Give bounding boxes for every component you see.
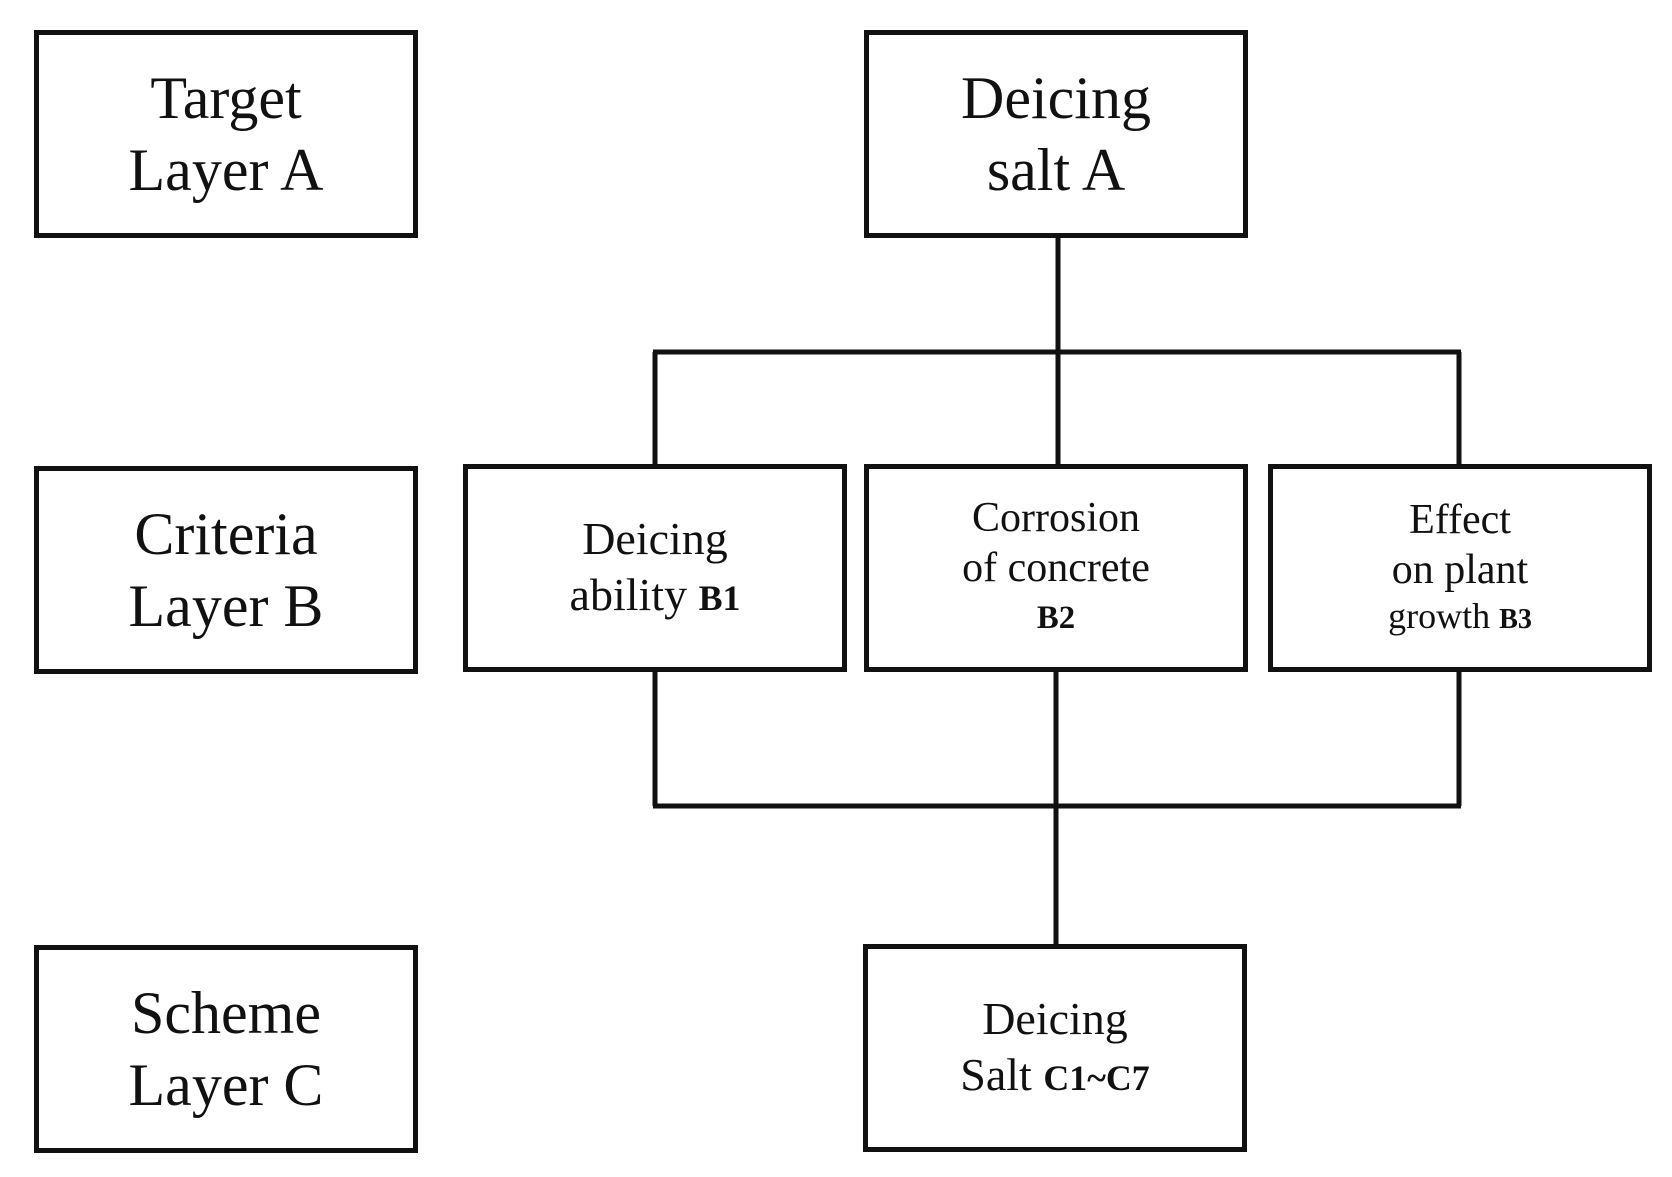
criterion-b2-node: Corrosion of concrete B2 (864, 464, 1248, 672)
scheme-layer-label: Scheme Layer C (34, 945, 418, 1153)
b2-line2: of concrete (962, 545, 1150, 591)
criteria-layer-line2: Layer B (128, 573, 324, 639)
c-line2-row: Salt C1~C7 (960, 1047, 1149, 1106)
b3-line3-row: growth B3 (1388, 595, 1532, 641)
scheme-layer-line2: Layer C (128, 1052, 324, 1118)
b1-tag: B1 (698, 577, 741, 618)
b3-line2: on plant (1391, 547, 1529, 593)
criterion-b3-node: Effect on plant growth B3 (1268, 464, 1652, 672)
goal-line1: Deicing (961, 65, 1151, 131)
c-line2: Salt (960, 1048, 1032, 1100)
goal-line2: salt A (986, 137, 1126, 203)
b3-line1: Effect (1409, 497, 1511, 543)
scheme-layer-line1: Scheme (131, 980, 321, 1046)
scheme-c-node: Deicing Salt C1~C7 (863, 944, 1247, 1152)
b1-line2-row: ability B1 (570, 567, 741, 626)
b3-line3: growth (1388, 596, 1491, 636)
criteria-layer-line1: Criteria (134, 501, 318, 567)
b1-line1: Deicing (582, 512, 728, 564)
criterion-b1-node: Deicing ability B1 (463, 464, 847, 672)
target-layer-label: Target Layer A (34, 30, 418, 238)
b2-line1: Corrosion (972, 495, 1140, 541)
target-layer-line1: Target (150, 65, 302, 131)
c-line1: Deicing (982, 992, 1128, 1044)
goal-node: Deicing salt A (864, 30, 1248, 238)
criteria-layer-label: Criteria Layer B (34, 466, 418, 674)
target-layer-line2: Layer A (128, 137, 324, 203)
c-tag: C1~C7 (1043, 1057, 1150, 1098)
b1-line2: ability (569, 568, 688, 620)
b2-tag: B2 (1036, 600, 1076, 636)
b3-tag: B3 (1499, 604, 1532, 635)
